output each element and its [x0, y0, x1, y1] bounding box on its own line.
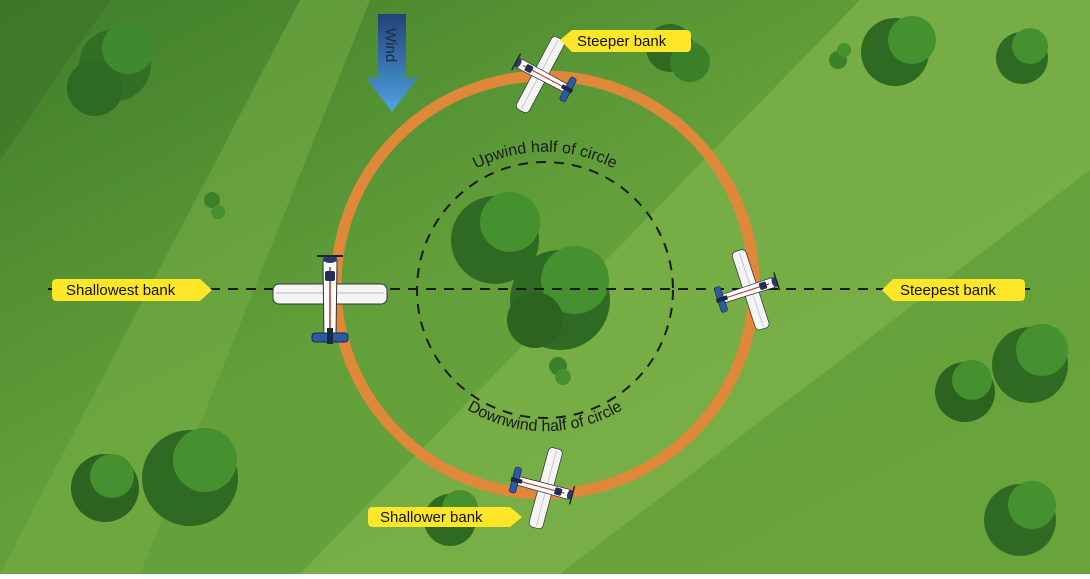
tree-icon: [451, 192, 540, 284]
tree-icon: [984, 481, 1056, 556]
wind-label: Wind: [382, 28, 399, 62]
svg-text:Shallower bank: Shallower bank: [380, 509, 483, 526]
field-corner-shade: [0, 0, 110, 160]
svg-text:Steeper bank: Steeper bank: [577, 33, 667, 50]
tree-icon: [71, 428, 238, 526]
callout-steeper-bank: Steeper bank: [560, 30, 691, 52]
callout-steepest-bank: Steepest bank: [882, 279, 1025, 301]
tree-icon: [829, 43, 851, 69]
field-strip-light: [300, 0, 1090, 574]
svg-text:Shallowest bank: Shallowest bank: [66, 282, 176, 299]
tree-icon: [861, 16, 936, 86]
callout-shallowest-bank: Shallowest bank: [52, 279, 212, 301]
callout-shallower-bank: Shallower bank: [368, 507, 522, 527]
wind-arrow-icon: Wind: [366, 14, 418, 112]
tree-icon: [507, 246, 610, 350]
tree-icon: [549, 357, 571, 385]
tree-icon: [935, 324, 1068, 422]
tree-icon: [996, 28, 1048, 84]
svg-text:Steepest bank: Steepest bank: [900, 282, 996, 299]
tree-icon: [67, 22, 154, 116]
tree-icon: [204, 192, 225, 219]
